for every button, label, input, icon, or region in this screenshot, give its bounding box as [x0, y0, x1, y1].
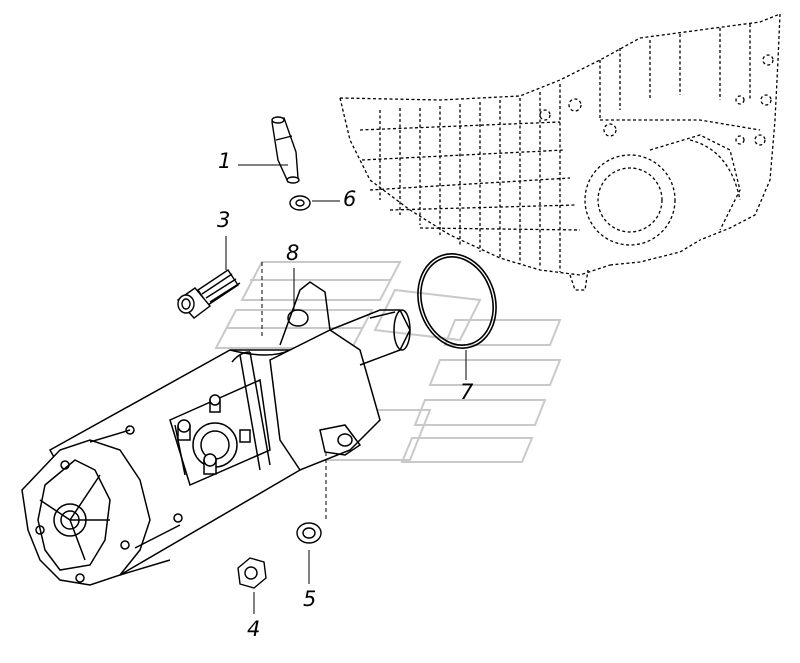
bolt-icon	[176, 269, 241, 319]
callout-label-3: 3	[217, 208, 231, 232]
callout-label-7: 7	[460, 380, 474, 404]
nut-icon	[237, 557, 267, 589]
starter-motor-icon	[21, 281, 411, 586]
callout-label-4: 4	[247, 617, 261, 641]
assembly-axis-lines	[261, 262, 327, 520]
small-washer-icon	[289, 195, 311, 211]
drive-pin-icon	[271, 116, 300, 184]
callout-label-1: 1	[218, 149, 232, 173]
o-ring-icon	[417, 253, 497, 349]
callout-label-8: 8	[286, 241, 300, 265]
callout-label-6: 6	[343, 187, 357, 211]
washer-icon	[296, 522, 322, 544]
engine-housing-icon	[339, 13, 781, 291]
callout-label-5: 5	[303, 587, 317, 611]
leader-lines	[225, 164, 467, 614]
